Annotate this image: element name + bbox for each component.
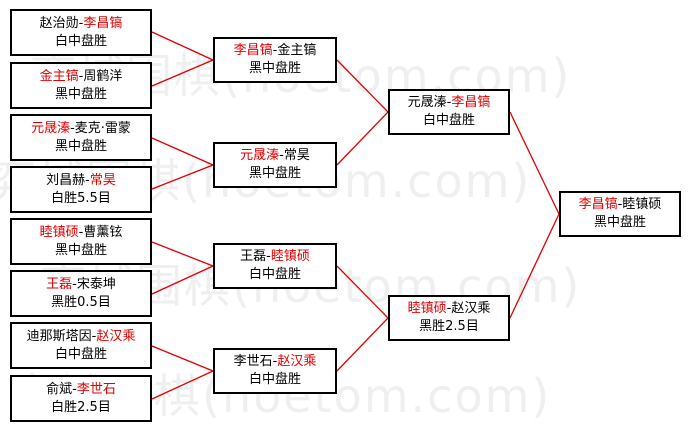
match-players: 睦镇硕-曹薰铉 — [40, 224, 123, 242]
match-box-r3: 元晟溱-李昌镐白中盘胜 — [388, 89, 510, 135]
match-box-r1: 赵治勋-李昌镐白中盘胜 — [10, 9, 152, 56]
match-players: 睦镇硕-赵汉乘 — [408, 300, 491, 318]
player-separator: - — [272, 43, 278, 58]
player-separator: - — [446, 95, 452, 110]
player-name: 周鹤洋 — [83, 68, 123, 84]
player-name: 赵汉乘 — [451, 301, 491, 316]
player-separator: - — [78, 15, 84, 31]
match-result: 黑中盘胜 — [54, 86, 107, 102]
match-result: 白中盘胜 — [54, 346, 107, 362]
player-name: 睦镇硕 — [407, 301, 447, 316]
match-result: 黑中盘胜 — [248, 61, 301, 76]
match-result: 黑中盘胜 — [248, 166, 301, 181]
match-result: 白中盘胜 — [422, 113, 475, 128]
match-box-r1: 俞斌-李世石白胜2.5目 — [10, 375, 152, 422]
player-name: 李昌镐 — [578, 197, 618, 212]
player-name: 赵汉乘 — [96, 328, 136, 344]
player-separator: - — [266, 249, 271, 264]
player-name: 睦镇硕 — [622, 197, 662, 212]
match-result: 黑胜0.5目 — [51, 294, 111, 310]
player-name: 赵治勋 — [39, 15, 79, 31]
player-separator: - — [272, 354, 278, 369]
match-box-r1: 元晟溱-麦克·雷蒙黑中盘胜 — [10, 114, 152, 161]
player-name: 李昌镐 — [451, 95, 491, 110]
player-name: 王磊 — [46, 276, 73, 292]
player-name: 李世石 — [76, 381, 116, 397]
match-result: 黑中盘胜 — [593, 215, 646, 230]
match-players: 元晟溱-李昌镐 — [408, 94, 491, 112]
match-result: 黑中盘胜 — [54, 242, 107, 258]
match-result: 白胜2.5目 — [51, 399, 111, 415]
player-separator: - — [70, 120, 75, 136]
player-separator: - — [78, 68, 84, 84]
match-result: 黑中盘胜 — [54, 138, 107, 154]
player-separator: - — [72, 276, 77, 292]
match-players: 迪那斯塔因-赵汉乘 — [27, 328, 136, 346]
match-box-r2: 元晟溱-常昊黑中盘胜 — [213, 142, 337, 188]
match-players: 李世石-赵汉乘 — [234, 353, 317, 371]
player-separator: - — [617, 197, 623, 212]
match-box-r1: 迪那斯塔因-赵汉乘白中盘胜 — [10, 322, 152, 369]
match-box-r2: 李世石-赵汉乘白中盘胜 — [213, 348, 337, 394]
player-name: 元晟溱 — [31, 120, 71, 136]
player-separator: - — [78, 224, 84, 240]
match-players: 俞斌-李世石 — [46, 381, 116, 399]
match-result: 黑胜2.5目 — [419, 319, 479, 334]
player-name: 刘昌赫 — [46, 172, 86, 188]
player-name: 曹薰铉 — [83, 224, 123, 240]
player-separator: - — [446, 301, 452, 316]
match-result: 白胜5.5目 — [51, 190, 111, 206]
player-name: 常昊 — [283, 148, 310, 163]
match-players: 元晟溱-麦克·雷蒙 — [31, 120, 131, 138]
player-name: 俞斌 — [46, 381, 73, 397]
player-separator: - — [72, 381, 77, 397]
match-box-r1: 刘昌赫-常昊白胜5.5目 — [10, 166, 152, 213]
match-result: 白中盘胜 — [248, 267, 301, 282]
player-name: 李昌镐 — [233, 43, 273, 58]
match-players: 李昌镐-睦镇硕 — [579, 196, 662, 214]
match-result: 白中盘胜 — [54, 33, 107, 49]
player-name: 元晟溱 — [407, 95, 447, 110]
player-name: 金主镐 — [277, 43, 317, 58]
player-separator: - — [279, 148, 284, 163]
match-players: 金主镐-周鹤洋 — [40, 68, 123, 86]
match-box-r2: 李昌镐-金主镐黑中盘胜 — [213, 37, 337, 83]
player-name: 常昊 — [89, 172, 116, 188]
match-box-r1: 金主镐-周鹤洋黑中盘胜 — [10, 62, 152, 109]
match-players: 李昌镐-金主镐 — [234, 42, 317, 60]
match-box-final: 李昌镐-睦镇硕黑中盘胜 — [559, 191, 681, 237]
match-players: 王磊-睦镇硕 — [240, 248, 310, 266]
player-name: 宋泰坤 — [76, 276, 116, 292]
player-name: 王磊 — [240, 249, 267, 264]
player-name: 元晟溱 — [240, 148, 280, 163]
match-players: 刘昌赫-常昊 — [46, 172, 116, 190]
player-name: 睦镇硕 — [270, 249, 310, 264]
player-name: 迪那斯塔因 — [26, 328, 92, 344]
player-name: 李昌镐 — [83, 15, 123, 31]
match-box-r2: 王磊-睦镇硕白中盘胜 — [213, 243, 337, 289]
match-players: 赵治勋-李昌镐 — [40, 15, 123, 33]
player-separator: - — [85, 172, 90, 188]
match-players: 王磊-宋泰坤 — [46, 276, 116, 294]
match-players: 元晟溱-常昊 — [240, 147, 310, 165]
player-name: 麦克·雷蒙 — [74, 120, 131, 136]
player-name: 赵汉乘 — [277, 354, 317, 369]
match-box-r3: 睦镇硕-赵汉乘黑胜2.5目 — [388, 295, 510, 341]
match-result: 白中盘胜 — [248, 372, 301, 387]
player-name: 李世石 — [233, 354, 273, 369]
player-separator: - — [91, 328, 97, 344]
player-name: 金主镐 — [39, 68, 79, 84]
player-name: 睦镇硕 — [39, 224, 79, 240]
match-box-r1: 睦镇硕-曹薰铉黑中盘胜 — [10, 218, 152, 265]
match-box-r1: 王磊-宋泰坤黑胜0.5目 — [10, 270, 152, 317]
